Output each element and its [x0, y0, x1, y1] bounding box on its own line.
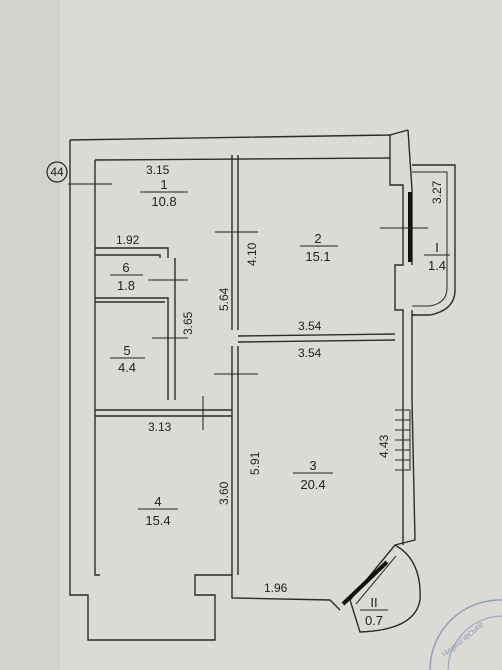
svg-text:4: 4	[154, 494, 161, 509]
dim-1-92: 1.92	[116, 233, 140, 247]
svg-text:I: I	[435, 240, 439, 255]
dim-1-96: 1.96	[264, 581, 288, 595]
svg-text:10.8: 10.8	[151, 194, 176, 209]
svg-text:6: 6	[122, 260, 129, 275]
svg-text:15.1: 15.1	[305, 249, 330, 264]
svg-text:1.8: 1.8	[117, 278, 135, 293]
balcony-i-label: I 1.4	[424, 240, 450, 273]
dimension-labels: 3.15 1.92 4.10 5.64 3.65 3.54 3.54 3.13 …	[116, 163, 444, 595]
dim-5-64: 5.64	[217, 287, 231, 311]
dim-3-15: 3.15	[146, 163, 170, 177]
svg-text:1.4: 1.4	[428, 258, 446, 273]
room-4-label: 4 15.4	[138, 494, 178, 528]
svg-text:5: 5	[123, 343, 130, 358]
dim-5-91: 5.91	[248, 451, 262, 475]
room-3-label: 3 20.4	[293, 458, 333, 492]
room-1-label: 1 10.8	[140, 177, 188, 209]
dim-4-43: 4.43	[377, 434, 391, 458]
dim-3-27: 3.27	[430, 180, 444, 204]
svg-text:0.7: 0.7	[365, 613, 383, 628]
dim-3-65: 3.65	[181, 311, 195, 335]
room-5-label: 5 4.4	[110, 343, 145, 375]
svg-text:4.4: 4.4	[118, 360, 136, 375]
room-6-label: 6 1.8	[110, 260, 143, 293]
interior-walls	[95, 155, 396, 575]
svg-text:15.4: 15.4	[145, 513, 170, 528]
paper-shadow	[0, 0, 60, 670]
dim-3-60: 3.60	[217, 481, 231, 505]
dim-4-10: 4.10	[245, 242, 259, 266]
svg-text:20.4: 20.4	[300, 477, 325, 492]
plan-marker: 44	[46, 161, 68, 183]
svg-text:II: II	[370, 595, 377, 610]
plan-marker-label: 44	[50, 165, 64, 179]
tick-marks	[68, 183, 428, 430]
openings	[341, 192, 412, 606]
room-2-label: 2 15.1	[300, 231, 338, 264]
dim-3-54-bottom: 3.54	[298, 346, 322, 360]
balcony-ii-label: II 0.7	[360, 595, 388, 628]
dim-3-13: 3.13	[148, 420, 172, 434]
svg-text:2: 2	[314, 231, 321, 246]
dim-3-54-top: 3.54	[298, 319, 322, 333]
svg-text:3: 3	[309, 458, 316, 473]
svg-text:1: 1	[160, 177, 167, 192]
